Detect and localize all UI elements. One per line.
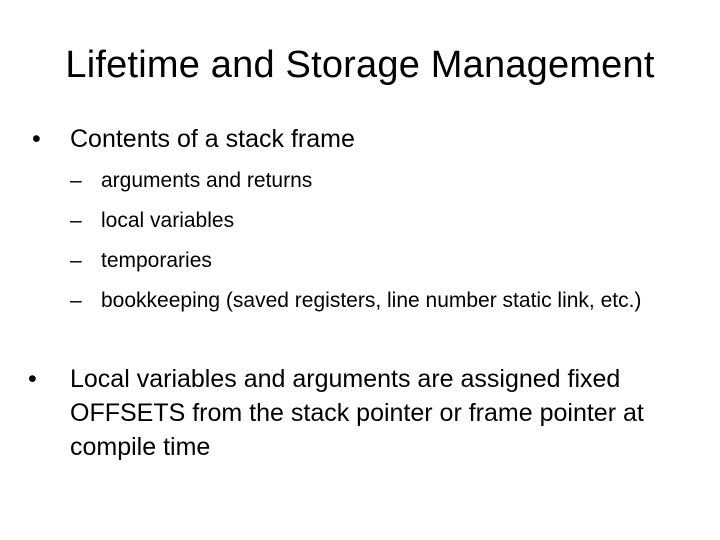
sub-bullet-text: temporaries <box>101 249 212 272</box>
sub-bullet-text: bookkeeping (saved registers, line numbe… <box>101 289 642 312</box>
sub-bullet-text: arguments and returns <box>101 169 313 192</box>
bullet-marker: • <box>32 125 41 153</box>
sub-bullet-list: – arguments and returns – local variable… <box>70 166 690 326</box>
bullet-text: Local variables and arguments are assign… <box>70 365 644 461</box>
bullet-item: • Local variables and arguments are assi… <box>28 362 688 464</box>
bullet-text: Contents of a stack frame <box>70 125 355 153</box>
sub-bullet-item: – bookkeeping (saved registers, line num… <box>70 286 690 315</box>
sub-bullet-text: local variables <box>101 209 235 232</box>
sub-bullet-item: – local variables <box>70 206 690 235</box>
sub-bullet-item: – temporaries <box>70 246 690 275</box>
bullet-item: • Contents of a stack frame <box>32 122 692 156</box>
sub-bullet-marker: – <box>70 249 82 272</box>
sub-bullet-marker: – <box>70 169 82 192</box>
slide-title: Lifetime and Storage Management <box>65 44 655 86</box>
sub-bullet-marker: – <box>70 209 82 232</box>
sub-bullet-marker: – <box>70 289 82 312</box>
sub-bullet-item: – arguments and returns <box>70 166 690 195</box>
bullet-marker: • <box>28 365 37 393</box>
